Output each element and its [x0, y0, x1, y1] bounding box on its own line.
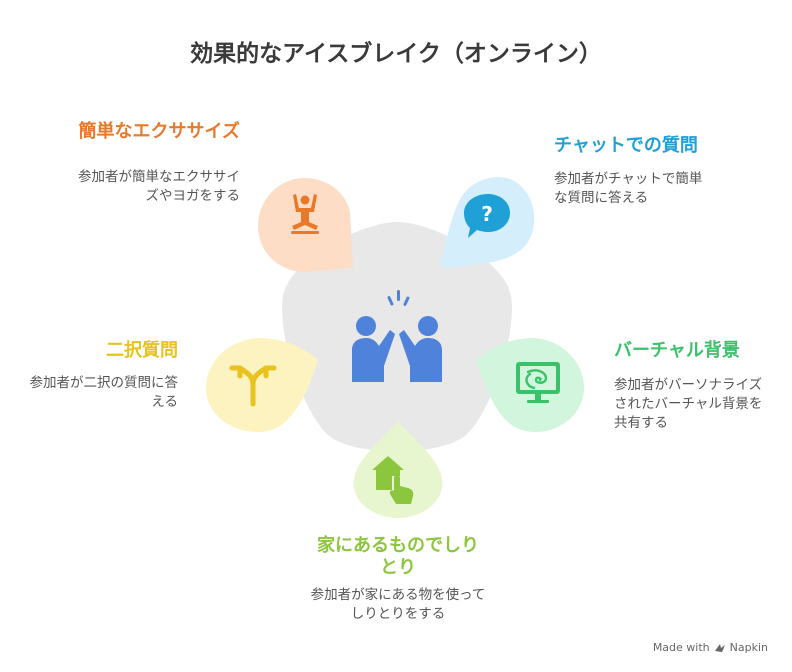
exercise-description: 参加者が簡単なエクササイズやヨガをする: [78, 169, 240, 204]
footer-text: Made with: [652, 641, 710, 654]
svg-text:?: ?: [481, 202, 493, 226]
footer-credit: Made with Napkin: [653, 641, 768, 654]
exercise-label: 簡単なエクササイズ: [78, 121, 240, 142]
shiritori-description: 参加者が家にある物を使ってしりとりをする: [310, 587, 486, 622]
choice-blob: [206, 338, 318, 432]
background-description: 参加者がバーソナライズされたバーチャル背景を共有する: [614, 377, 763, 431]
chat-question-icon: ?: [464, 194, 510, 238]
choice-label: 二択質問: [106, 340, 178, 361]
monitor-icon: [516, 362, 560, 403]
home-pointer-icon: [372, 456, 414, 504]
center-pentagon: [282, 222, 512, 452]
diagram-title: 効果的なアイスブレイク（オンライン）: [190, 41, 602, 67]
chat-label: チャットでの質問: [554, 135, 698, 156]
shiritori-label: 家にあるものでしりとり: [317, 535, 479, 578]
choice-description: 参加者が二択の質問に答える: [29, 375, 179, 410]
footer-brand: Napkin: [729, 641, 768, 654]
yoga-person-icon: [291, 194, 319, 234]
napkin-logo-icon: [714, 643, 725, 652]
chat-description: 参加者がチャットで簡単な質問に答える: [554, 171, 703, 206]
split-arrow-icon: [229, 365, 277, 407]
background-label: バーチャル背景: [614, 340, 740, 361]
high-five-icon: [352, 290, 442, 382]
